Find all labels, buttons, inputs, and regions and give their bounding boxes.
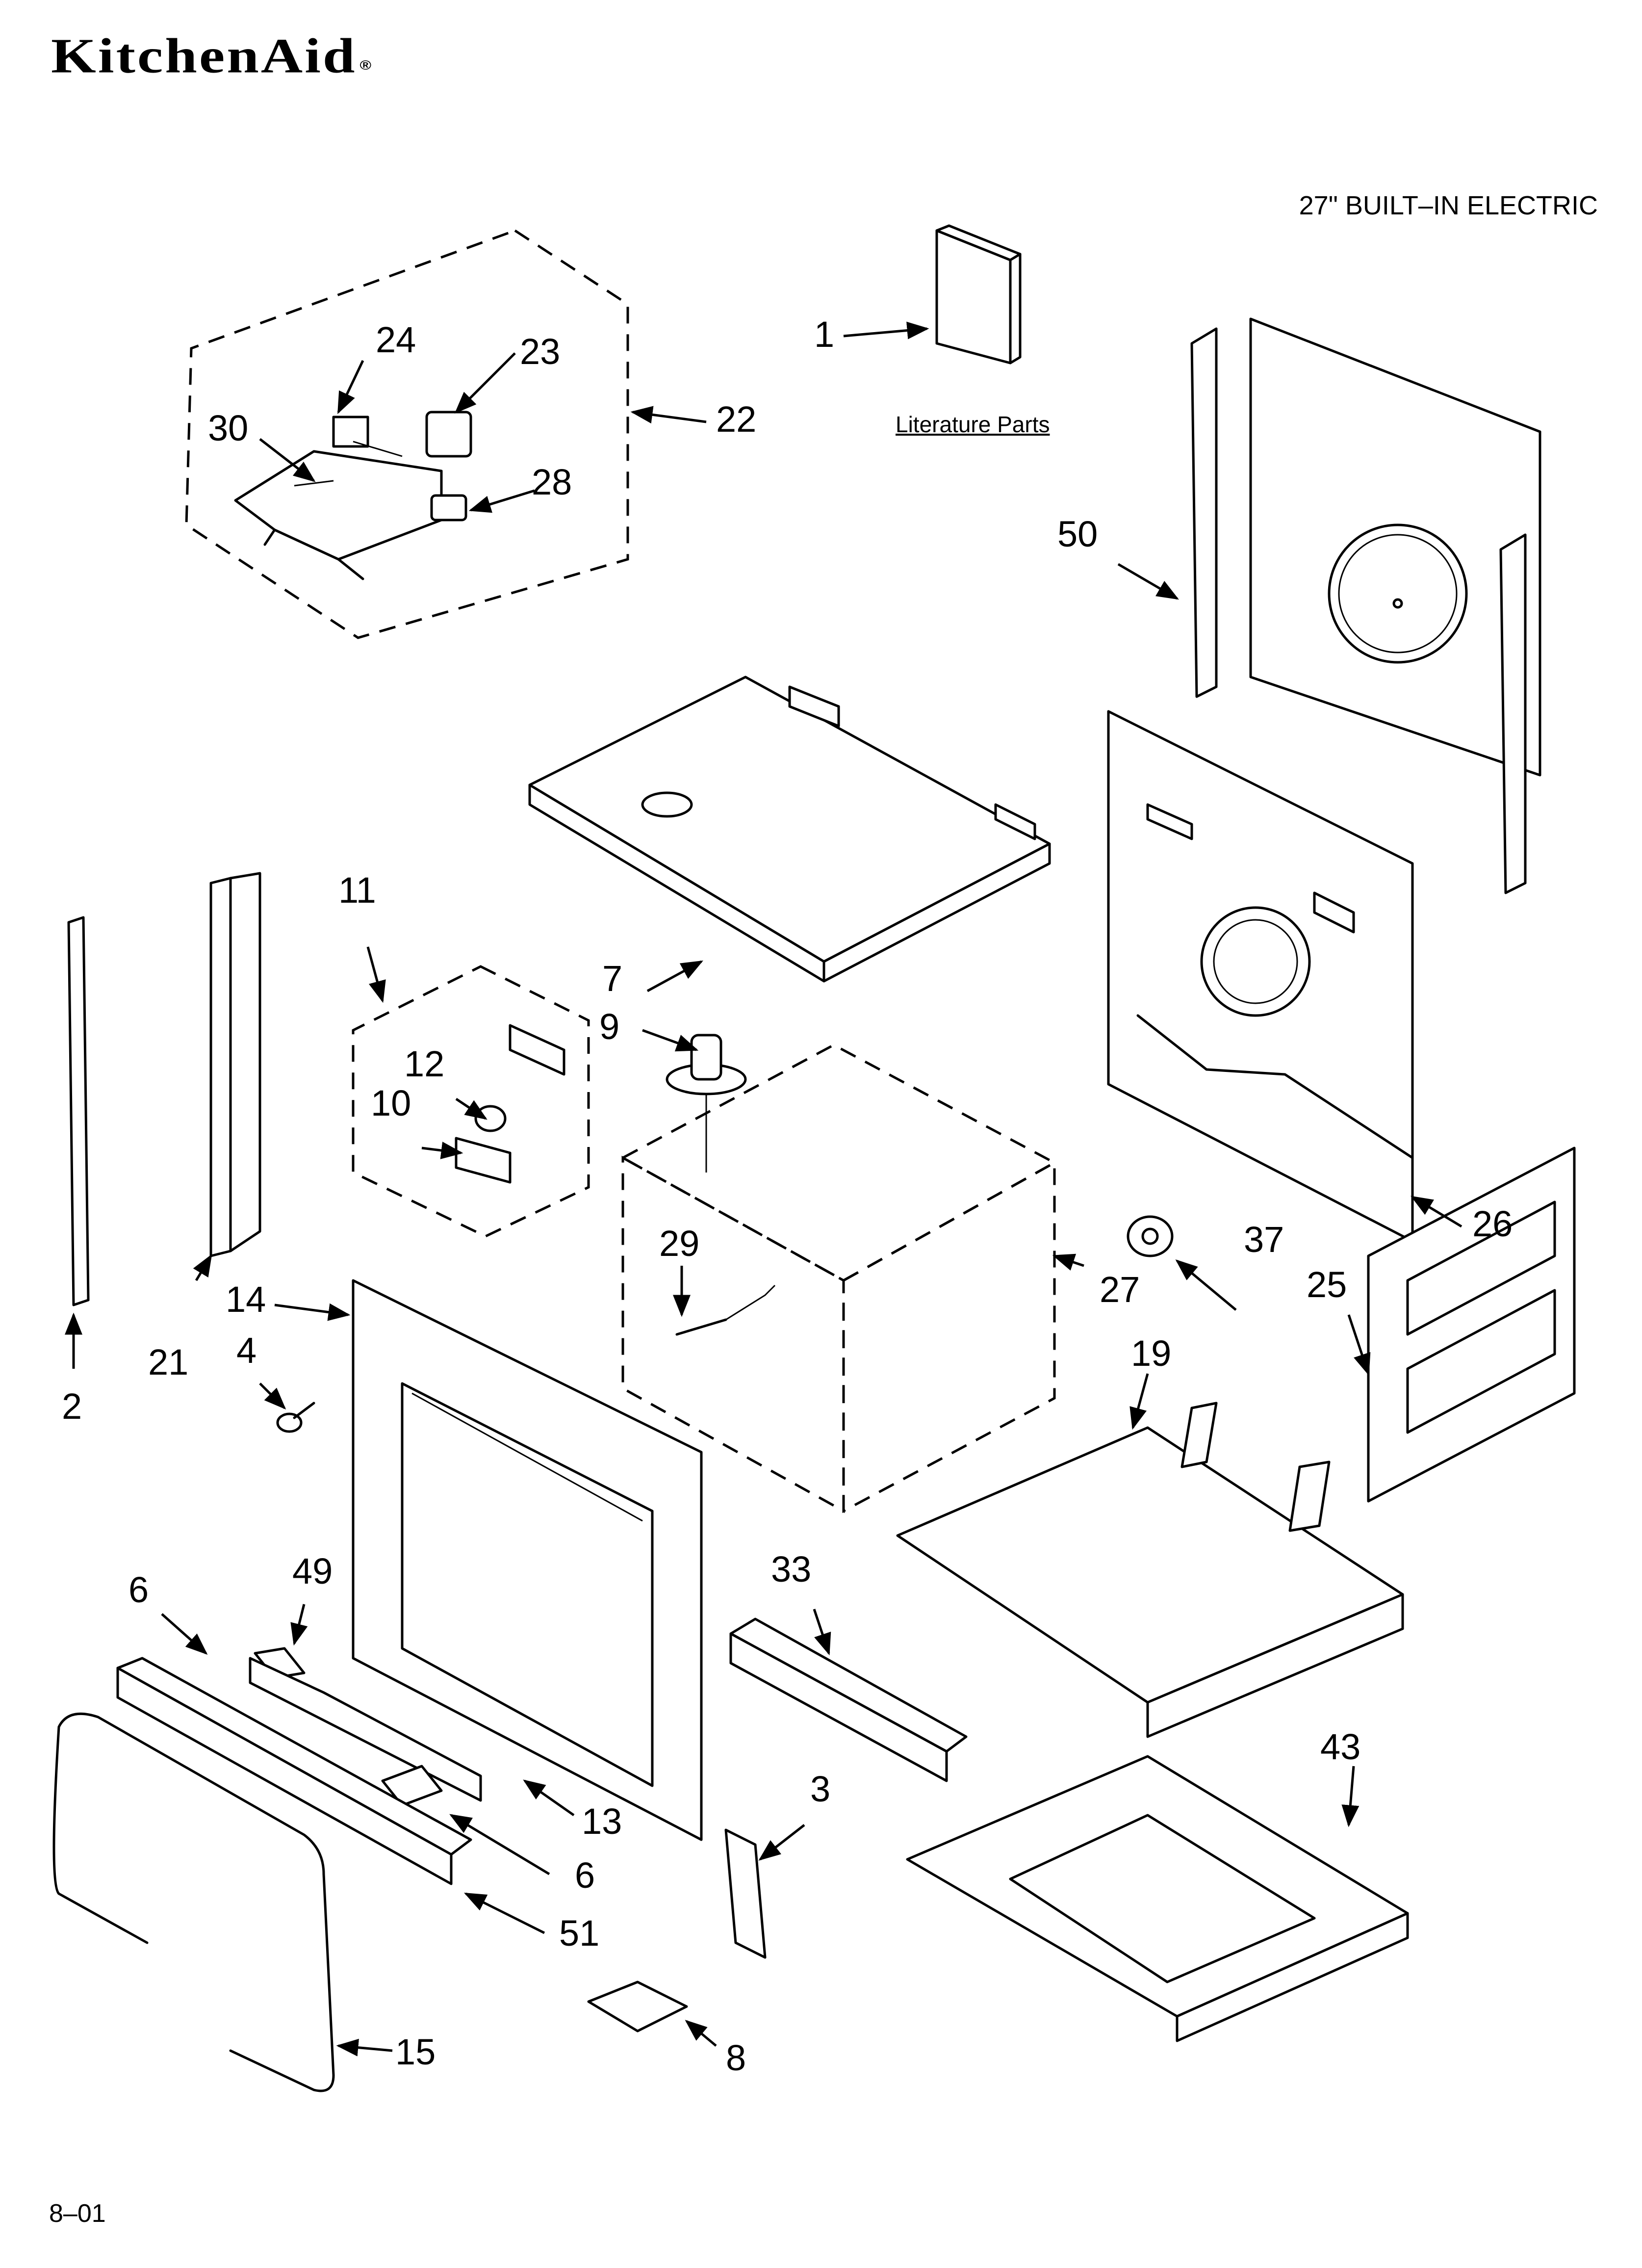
callout-49: 49 <box>292 1551 333 1591</box>
callout-2: 2 <box>62 1386 82 1427</box>
callout-6b: 6 <box>575 1855 595 1896</box>
registered-mark: ® <box>359 57 374 73</box>
literature-booklet <box>935 224 1022 365</box>
screw <box>276 1402 315 1433</box>
convection-element <box>666 1034 747 1173</box>
model-title: 27" BUILT–IN ELECTRIC <box>1299 191 1598 220</box>
side-frame <box>209 872 261 1257</box>
callout-33: 33 <box>771 1549 812 1590</box>
callout-28: 28 <box>532 462 572 502</box>
insulation-strips <box>249 1647 482 1807</box>
door-gasket <box>52 1712 335 2092</box>
callout-11: 11 <box>338 870 376 911</box>
lower-bracket <box>729 1617 968 1782</box>
callout-51: 51 <box>559 1913 600 1954</box>
callout-8: 8 <box>726 2037 746 2078</box>
vent-trim <box>116 1657 472 1885</box>
callout-3: 3 <box>810 1769 831 1809</box>
callout-37: 37 <box>1244 1219 1284 1260</box>
callout-24: 24 <box>376 319 416 360</box>
side-trim-strip <box>67 916 90 1306</box>
bottom-shield <box>896 1402 1404 1738</box>
callout-23: 23 <box>520 331 561 372</box>
control-assembly-enclosure <box>185 229 629 639</box>
callout-19: 19 <box>1131 1333 1172 1374</box>
callout-13: 13 <box>582 1801 622 1842</box>
rear-oven-frame <box>1107 710 1414 1243</box>
leader-lines <box>65 321 1462 2057</box>
callout-7: 7 <box>602 958 623 999</box>
callout-9: 9 <box>599 1006 620 1047</box>
callout-10: 10 <box>371 1083 411 1123</box>
page-code: 8–01 <box>49 2199 106 2228</box>
callout-26: 26 <box>1472 1203 1513 1244</box>
callout-6a: 6 <box>128 1569 149 1610</box>
callout-4: 4 <box>236 1330 257 1371</box>
callout-1: 1 <box>814 314 835 355</box>
side-panel <box>1367 1147 1576 1503</box>
brand-logo: KitchenAid® <box>51 31 373 80</box>
front-frame <box>352 1279 703 1841</box>
mounting-bracket <box>724 1828 767 1959</box>
callout-50: 50 <box>1057 514 1098 554</box>
callout-30: 30 <box>208 408 249 448</box>
control-bracket <box>234 411 472 580</box>
callout-29: 29 <box>659 1223 700 1264</box>
callout-15: 15 <box>395 2032 436 2072</box>
clip <box>587 1981 688 2033</box>
callout-25: 25 <box>1307 1264 1347 1305</box>
temperature-sensor <box>675 1284 776 1336</box>
callout-12: 12 <box>404 1043 445 1084</box>
oven-cavity <box>620 1043 1057 1513</box>
callout-27: 27 <box>1100 1269 1140 1310</box>
rear-panel <box>1190 317 1541 894</box>
callout-43: 43 <box>1320 1726 1361 1767</box>
callout-21: 21 <box>148 1342 189 1382</box>
literature-parts-label: Literature Parts <box>896 412 1050 437</box>
callout-22: 22 <box>716 399 757 440</box>
top-shield <box>528 676 1051 983</box>
thermal-cutoff <box>1127 1215 1174 1257</box>
callout-14: 14 <box>226 1279 266 1320</box>
brand-name: KitchenAid <box>51 28 357 83</box>
bottom-pan <box>906 1755 1409 2042</box>
light-assembly-enclosure <box>352 965 590 1238</box>
